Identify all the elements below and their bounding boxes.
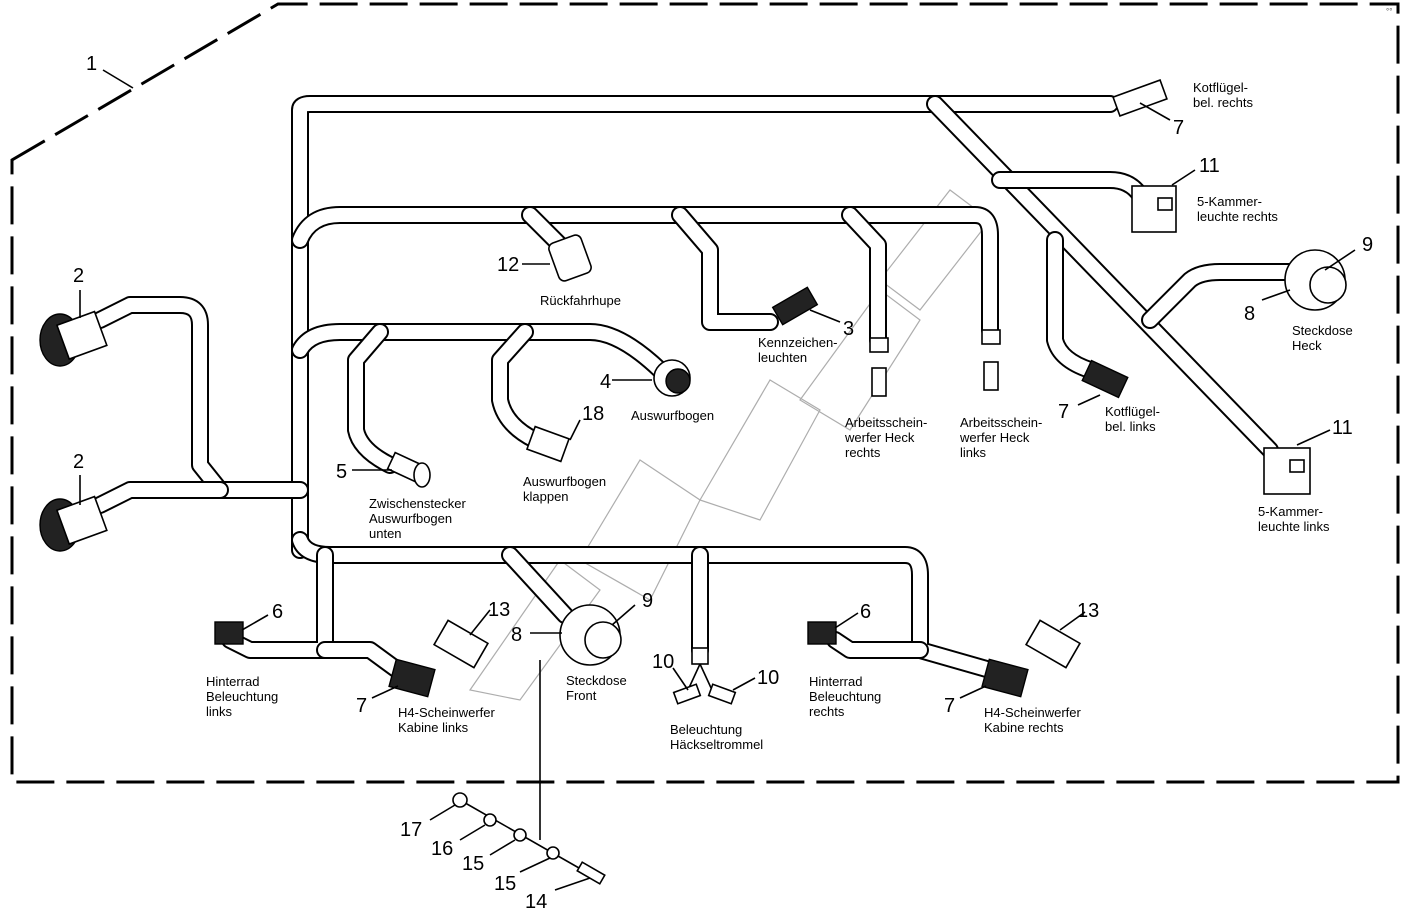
label-arbeitsscheinwerfer-rechts: Arbeitsschein- werfer Heck rechts — [844, 415, 931, 460]
connector-18 — [525, 425, 571, 463]
connector-7-kotfluegel-links — [1081, 359, 1129, 399]
callout-6-rechts: 6 — [860, 601, 871, 623]
connector-13-rechts — [1024, 619, 1082, 669]
callout-13-links: 13 — [488, 599, 510, 621]
connector-6-rechts — [807, 621, 837, 645]
callout-9-heck: 9 — [1362, 234, 1373, 256]
label-hinterrad-links: Hinterrad Beleuchtung links — [206, 674, 282, 719]
label-kennzeichenleuchten: Kennzeichen- leuchten — [758, 335, 841, 365]
connector-13-links — [432, 619, 490, 669]
callout-4: 4 — [600, 371, 611, 393]
harness-trunks — [91, 95, 1299, 681]
callout-15-upper: 15 — [462, 853, 484, 875]
fastener-stack — [452, 660, 606, 885]
callout-1: 1 — [86, 53, 97, 75]
callout-7-h4-links: 7 — [356, 695, 367, 717]
label-steckdose-front: Steckdose Front — [566, 673, 630, 703]
callout-numbers: 1 2 2 3 4 5 6 6 7 7 7 7 8 8 9 9 10 10 11… — [73, 53, 1373, 913]
connector-arbeit-links — [981, 329, 1001, 391]
connector-3 — [771, 286, 819, 326]
connector-11-links — [1263, 447, 1311, 495]
corner-mark: °° — [1386, 7, 1392, 16]
plug-5 — [386, 451, 431, 488]
callout-2-upper: 2 — [73, 265, 84, 287]
callout-10-left: 10 — [652, 651, 674, 673]
callout-2-lower: 2 — [73, 451, 84, 473]
callout-8-heck: 8 — [1244, 303, 1255, 325]
callout-5: 5 — [336, 461, 347, 483]
callout-9-front: 9 — [642, 590, 653, 612]
label-rueckfahrhupe: Rückfahrhupe — [540, 293, 621, 308]
callout-7-h4-rechts: 7 — [944, 695, 955, 717]
connector-arbeit-rechts — [869, 337, 889, 397]
callout-16: 16 — [431, 838, 453, 860]
callout-6-links: 6 — [272, 601, 283, 623]
socket-heck — [1284, 249, 1347, 311]
label-zwischenstecker: Zwischenstecker Auswurfbogen unten — [369, 496, 469, 541]
label-5-kammer-links: 5-Kammer- leuchte links — [1258, 504, 1330, 534]
connector-7-h4-links — [388, 658, 436, 698]
assembly-boundary — [10, 2, 1400, 784]
label-auswurfbogen-klappen: Auswurfbogen klappen — [523, 474, 610, 504]
callout-11-links: 11 — [1332, 417, 1353, 439]
label-haeckseltrommel: Beleuchtung Häckseltrommel — [670, 722, 763, 752]
label-auswurfbogen: Auswurfbogen — [631, 408, 714, 423]
connector-12 — [548, 234, 592, 282]
callout-7-kotfluegel-links: 7 — [1058, 401, 1069, 423]
label-steckdose-heck: Steckdose Heck — [1292, 323, 1356, 353]
connector-7-kotfluegel-rechts — [1112, 79, 1168, 117]
callout-15-lower: 15 — [494, 873, 516, 895]
label-5-kammer-rechts: 5-Kammer- leuchte rechts — [1197, 194, 1278, 224]
label-h4-rechts: H4-Scheinwerfer Kabine rechts — [984, 705, 1084, 735]
label-arbeitsscheinwerfer-links: Arbeitsschein- werfer Heck links — [959, 415, 1046, 460]
label-kotfluegel-links: Kotflügel- bel. links — [1105, 404, 1164, 434]
leader-lines — [79, 69, 1356, 891]
component-labels: Kotflügel- bel. rechts 5-Kammer- leuchte… — [206, 80, 1356, 752]
callout-13-rechts: 13 — [1077, 600, 1099, 622]
connector-10-pair — [672, 647, 737, 705]
connector-2-upper — [39, 310, 108, 367]
callout-10-right: 10 — [757, 667, 779, 689]
callout-12: 12 — [497, 254, 519, 276]
connector-2-lower — [39, 495, 108, 552]
callout-18: 18 — [582, 403, 604, 425]
connector-7-h4-rechts — [981, 658, 1029, 698]
label-hinterrad-rechts: Hinterrad Beleuchtung rechts — [809, 674, 885, 719]
callout-11-rechts: 11 — [1199, 155, 1220, 177]
label-kotfluegel-rechts: Kotflügel- bel. rechts — [1193, 80, 1253, 110]
socket-front — [559, 604, 622, 666]
label-h4-links: H4-Scheinwerfer Kabine links — [398, 705, 498, 735]
callout-14: 14 — [525, 891, 547, 913]
callout-17: 17 — [400, 819, 422, 841]
connector-11-rechts — [1131, 185, 1177, 233]
socket-4 — [653, 359, 691, 397]
connector-6-links — [214, 621, 244, 645]
callout-7-kotfluegel-rechts: 7 — [1173, 117, 1184, 139]
callout-8-front: 8 — [511, 624, 522, 646]
callout-3: 3 — [843, 318, 854, 340]
